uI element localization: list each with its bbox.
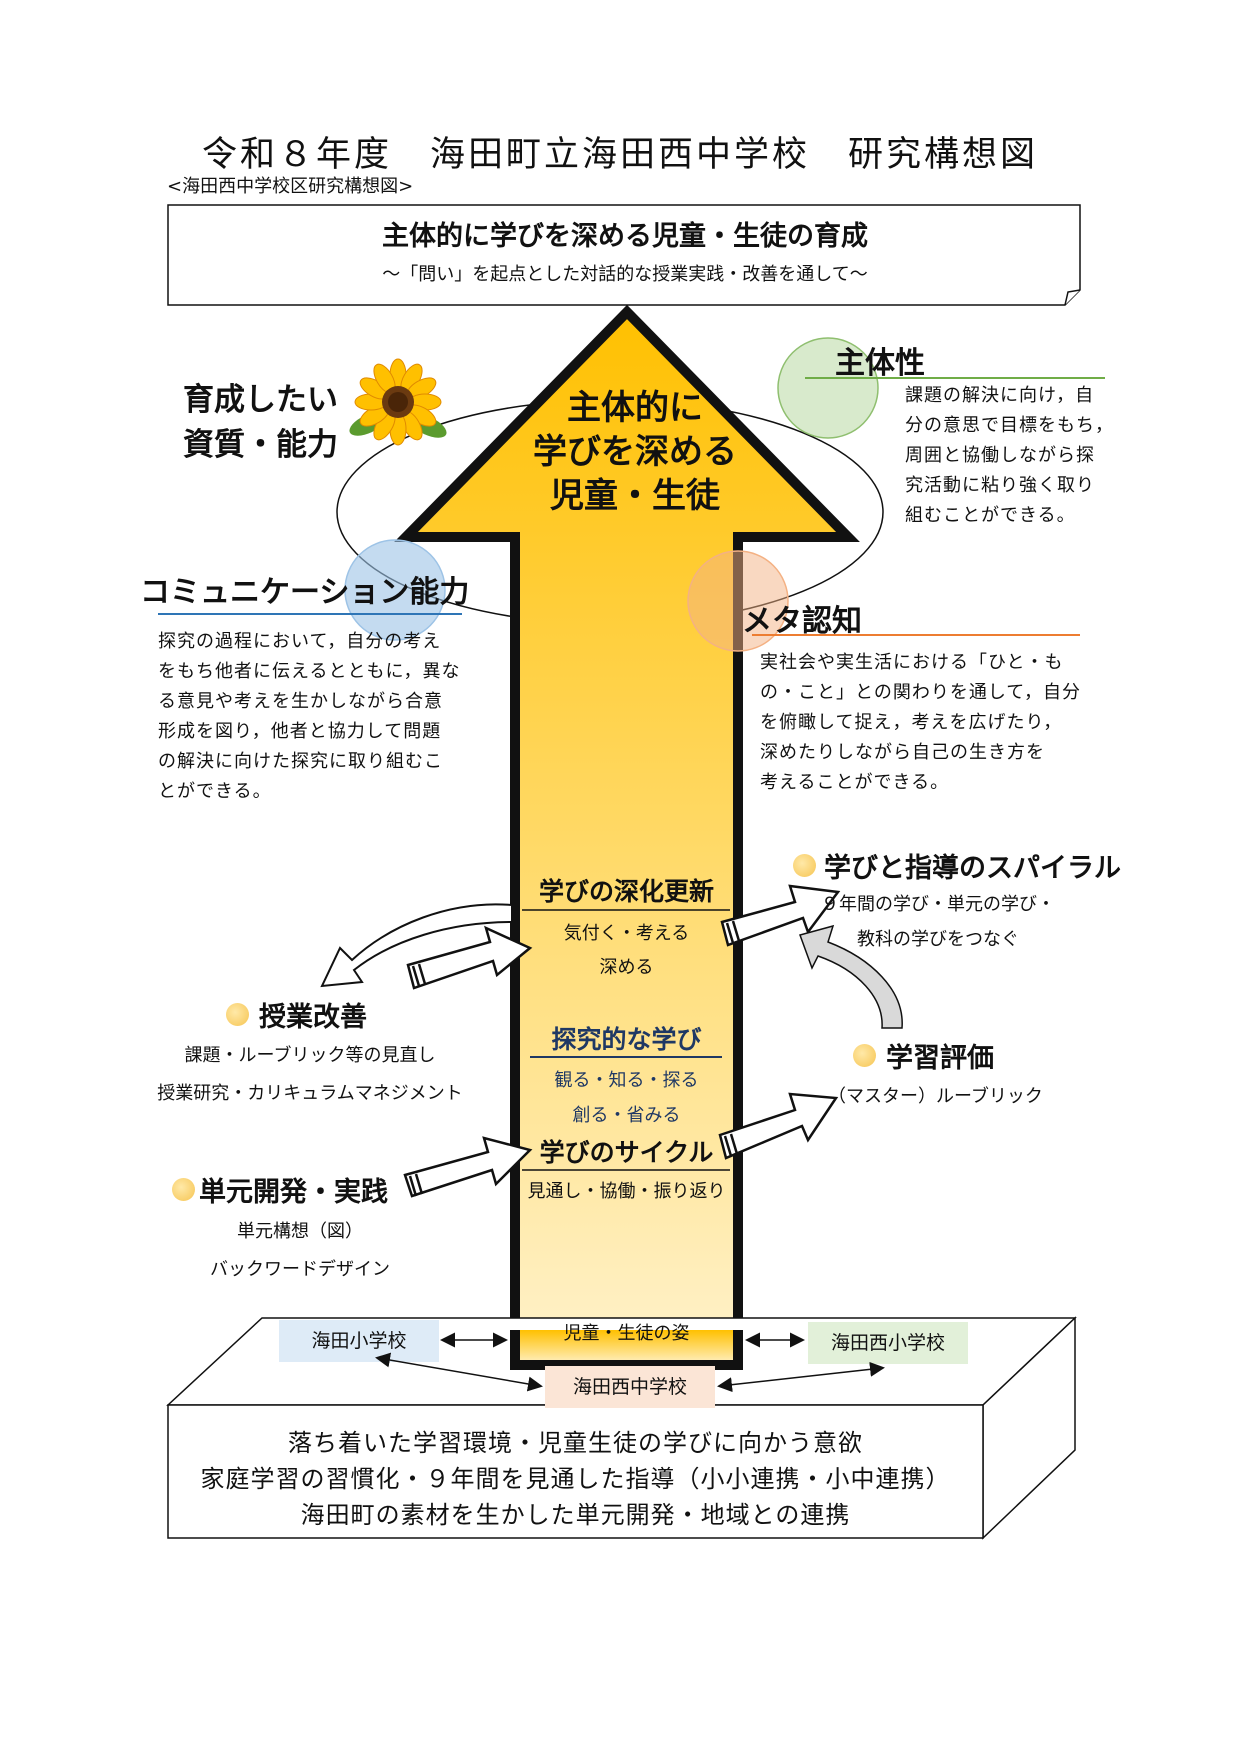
metacognition-circle — [687, 550, 789, 652]
spiral-title: 学びと指導のスパイラル — [824, 853, 1121, 884]
communication-line: 探究の過程において，自分の考え — [158, 631, 442, 652]
initiative-line: 分の意思で目標をもち， — [905, 415, 1114, 436]
unit-line: バックワードデザイン — [210, 1259, 390, 1280]
metacognition-title: メタ認知 — [742, 604, 862, 639]
deep-title: 学びの深化更新 — [538, 877, 714, 906]
page-title: 令和８年度 海田町立海田西中学校 研究構想図 — [201, 135, 1038, 175]
bullet-dot-icon — [793, 854, 816, 877]
initiative-title: 主体性 — [835, 346, 925, 381]
initiative-body: 課題の解決に向け，自 分の意思で目標をもち， 周囲と協働しながら探 究活動に粘り… — [905, 381, 1114, 531]
cycle-to-evaluation-arrow — [718, 1092, 839, 1160]
inquiry-line: 創る・省みる — [572, 1105, 681, 1126]
competency-heading-line: 育成したい — [183, 382, 338, 418]
metacognition-body: 実社会や実生活における「ひと・も の・こと」との関わりを通して，自分 を俯瞰して… — [760, 648, 1081, 798]
junior-label: 海田西中学校 — [572, 1376, 687, 1398]
foundation-line: 家庭学習の習慣化・９年間を見通した指導（小小連携・小中連携） — [200, 1465, 951, 1493]
metacognition-line: 実社会や実生活における「ひと・も — [760, 652, 1064, 673]
cycle-body: 見通し・協働・振り返り — [527, 1181, 726, 1202]
student-figure-label: 児童・生徒の姿 — [563, 1323, 690, 1344]
arrow-head-line: 学びを深める — [533, 432, 737, 472]
goal-main: 主体的に学びを深める児童・生徒の育成 — [382, 221, 868, 252]
communication-line: の解決に向けた探究に取り組むこ — [158, 751, 443, 772]
metacognition-line: 考えることができる。 — [760, 772, 950, 793]
initiative-line: 課題の解決に向け，自 — [905, 385, 1095, 406]
elem1-label: 海田小学校 — [311, 1330, 407, 1352]
goal-box — [167, 204, 1081, 306]
communication-title: コミュニケーション能力 — [140, 575, 470, 610]
improvement-to-deep-arrow — [406, 925, 533, 990]
initiative-line: 周囲と協働しながら探 — [905, 445, 1095, 466]
improvement-line: 課題・ルーブリック等の見直し — [184, 1045, 436, 1066]
foundation-line: 落ち着いた学習環境・児童生徒の学びに向かう意欲 — [288, 1429, 863, 1457]
unit-body: 単元構想（図） バックワードデザイン — [180, 1213, 420, 1289]
improvement-body: 課題・ルーブリック等の見直し 授業研究・カリキュラムマネジメント — [140, 1037, 480, 1113]
deep-body: 気付く・考える 深める — [515, 917, 738, 985]
improvement-line: 授業研究・カリキュラムマネジメント — [157, 1083, 463, 1104]
junior-box — [545, 1366, 715, 1408]
communication-body: 探究の過程において，自分の考え をもち他者に伝えるとともに，異な る意見や考えを… — [158, 627, 461, 807]
unit-line: 単元構想（図） — [237, 1221, 363, 1242]
improvement-title: 授業改善 — [259, 1002, 367, 1033]
initiative-circle — [777, 337, 879, 439]
elem2-box — [808, 1322, 968, 1364]
evaluation-title: 学習評価 — [886, 1043, 994, 1074]
arrow-base — [510, 1330, 743, 1370]
evaluation-heading: 学習評価 — [853, 1036, 994, 1075]
communication-line: 形成を図り，他者と協力して問題 — [158, 721, 442, 742]
unit-to-cycle-arrow — [403, 1136, 533, 1198]
curved-evaluation-arrow — [799, 924, 903, 1029]
cycle-title: 学びのサイクル — [539, 1138, 714, 1167]
communication-line: をもち他者に伝えるとともに，異な — [158, 661, 461, 682]
communication-line: る意見や考えを生かしながら合意 — [158, 691, 443, 712]
spiral-body: ９年間の学び・単元の学び・ 教科の学びをつなぐ — [818, 887, 1058, 957]
improvement-heading: 授業改善 — [226, 995, 367, 1034]
elem2-label: 海田西小学校 — [830, 1332, 945, 1354]
spiral-line: 教科の学びをつなぐ — [857, 929, 1019, 950]
foundation-line: 海田町の素材を生かした単元開発・地域との連携 — [300, 1501, 851, 1529]
metacognition-line: を俯瞰して捉え，考えを広げたり， — [760, 712, 1063, 733]
unit-title: 単元開発・実践 — [199, 1177, 388, 1208]
arrow-head-line: 主体的に — [567, 388, 703, 428]
elem1-junior-link — [375, 1352, 543, 1392]
communication-line: とができる。 — [158, 781, 272, 802]
goal-sub: ～「問い」を起点とした対話的な授業実践・改善を通して～ — [382, 264, 868, 285]
unit-heading: 単元開発・実践 — [172, 1170, 388, 1209]
metacognition-line: 深めたりしながら自己の生き方を — [760, 742, 1045, 763]
evaluation-body: （マスター）ルーブリック — [828, 1086, 1043, 1107]
inquiry-title: 探究的な学び — [551, 1025, 702, 1054]
deep-to-spiral-arrow — [720, 884, 841, 947]
deep-line: 気付く・考える — [563, 923, 690, 944]
inquiry-line: 観る・知る・探る — [554, 1070, 699, 1091]
initiative-line: 究活動に粘り強く取り — [905, 475, 1095, 496]
competency-heading: 育成したい 資質・能力 — [183, 378, 338, 468]
bullet-dot-icon — [853, 1044, 876, 1067]
initiative-line: 組むことができる。 — [905, 505, 1076, 526]
competency-heading-line: 資質・能力 — [183, 427, 338, 463]
arrow-head-line: 児童・生徒 — [550, 476, 720, 516]
curved-improvement-arrow — [320, 903, 513, 988]
arrow-head-text: 主体的に 学びを深める 児童・生徒 — [470, 386, 800, 518]
deep-line: 深める — [599, 957, 654, 978]
metacognition-line: の・こと」との関わりを通して，自分 — [760, 682, 1082, 703]
inquiry-body: 観る・知る・探る 創る・省みる — [515, 1063, 738, 1133]
spiral-line: ９年間の学び・単元の学び・ — [821, 894, 1055, 915]
page-subtitle: <海田西中学校区研究構想図> — [167, 176, 414, 197]
sunflower-icon — [349, 358, 447, 446]
foundation-text: 落ち着いた学習環境・児童生徒の学びに向かう意欲 家庭学習の習慣化・９年間を見通し… — [168, 1425, 983, 1533]
bullet-dot-icon — [172, 1178, 195, 1201]
bullet-dot-icon — [226, 1003, 249, 1026]
elem2-junior-link — [717, 1361, 885, 1393]
spiral-heading: 学びと指導のスパイラル — [793, 846, 1121, 885]
